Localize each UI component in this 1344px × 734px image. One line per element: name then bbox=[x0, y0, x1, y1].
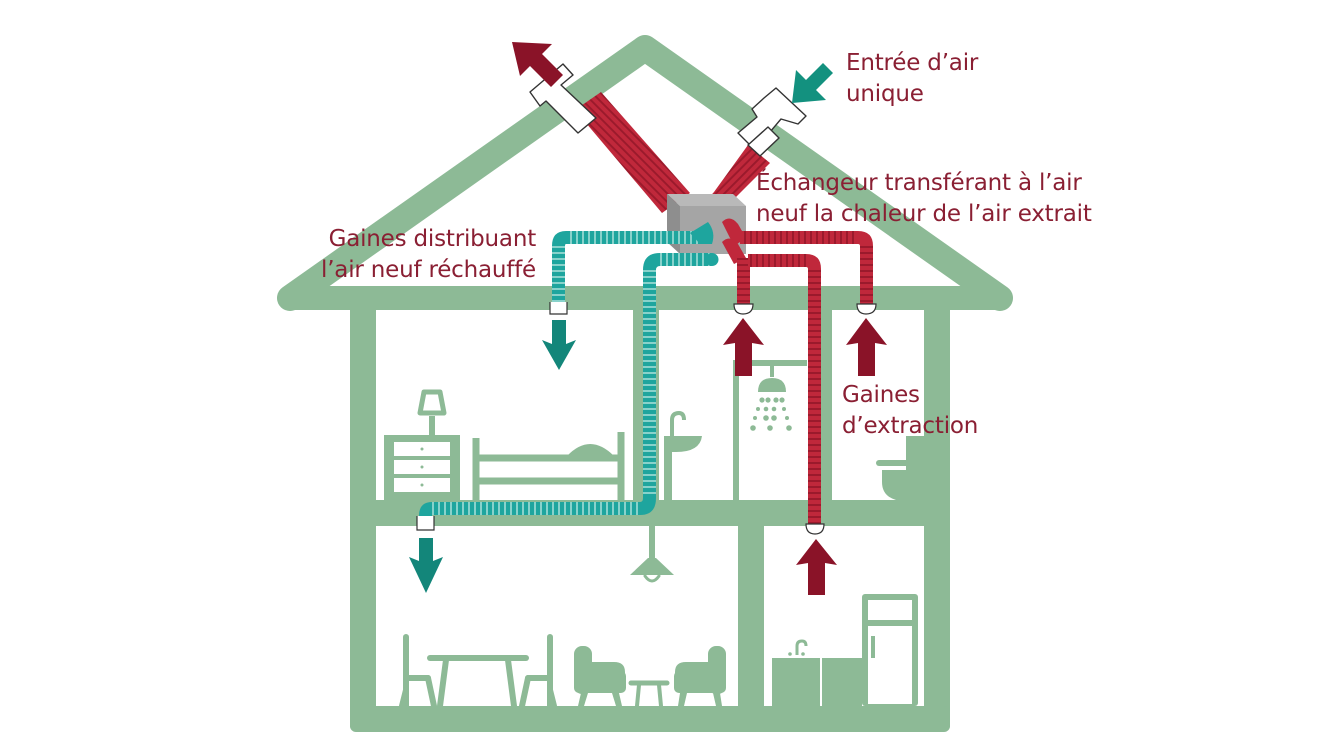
dining-table-icon bbox=[427, 655, 529, 709]
supply-ducts-label-line2: l’air neuf réchauffé bbox=[321, 257, 537, 283]
fresh-inlet-cap bbox=[737, 87, 807, 157]
air-inlet-label: Entrée d’air unique bbox=[846, 48, 978, 110]
armchair-left-icon bbox=[574, 646, 626, 706]
bed-icon bbox=[472, 432, 625, 500]
kitchen-furniture bbox=[772, 594, 918, 706]
air-inlet-label-line2: unique bbox=[846, 81, 924, 107]
living-room-furniture bbox=[399, 523, 726, 709]
wc-extract-vent bbox=[856, 303, 877, 315]
extract-duct-kitchen-v bbox=[808, 269, 821, 524]
armchair-right-icon bbox=[674, 646, 726, 706]
extract-duct-wc-v bbox=[860, 246, 873, 304]
bedroom-supply-arrow-icon bbox=[542, 320, 576, 370]
kitchen-extract-arrow-icon bbox=[796, 539, 837, 595]
exhaust-duct-body bbox=[575, 92, 690, 213]
supply-duct-bedroom-bend bbox=[552, 231, 566, 246]
extract-duct-bath-v bbox=[737, 258, 750, 304]
chair-left-icon bbox=[399, 634, 437, 709]
exchanger-label: Échangeur transférant à l’air neuf la ch… bbox=[756, 168, 1092, 230]
supply-ducts bbox=[409, 222, 719, 593]
bedroom-furniture bbox=[384, 389, 625, 500]
nightstand-lamp-icon bbox=[384, 389, 460, 500]
chair-right-icon bbox=[519, 634, 557, 709]
extract-duct-wc-h bbox=[740, 231, 858, 244]
living-room-supply-vent bbox=[416, 516, 435, 531]
supply-duct-bedroom-h bbox=[566, 231, 706, 244]
exchanger-label-line2: neuf la chaleur de l’air extrait bbox=[756, 201, 1092, 227]
bathroom-furniture bbox=[664, 360, 807, 500]
fresh-inlet-arrow-icon bbox=[792, 63, 833, 103]
supply-duct-bedroom-v bbox=[552, 246, 565, 302]
fridge-icon bbox=[862, 594, 918, 706]
supply-duct-living-v bbox=[643, 270, 656, 498]
washbasin-icon bbox=[664, 410, 702, 500]
extract-ducts-label-line1: Gaines bbox=[842, 382, 920, 408]
air-inlet-label-line1: Entrée d’air bbox=[846, 50, 979, 76]
wc-furniture bbox=[876, 436, 924, 500]
wc-extract-arrow-icon bbox=[846, 318, 887, 376]
kitchen-sink-icon bbox=[772, 639, 862, 706]
bathroom-extract-vent bbox=[733, 303, 754, 315]
coffee-table-icon bbox=[628, 680, 670, 708]
bedroom-supply-vent bbox=[549, 302, 568, 315]
wall-living-kitchen bbox=[738, 520, 764, 710]
shower-icon bbox=[733, 360, 807, 500]
extract-ducts bbox=[722, 218, 887, 595]
extract-ducts-label-line2: d’extraction bbox=[842, 413, 979, 439]
exhaust-arrow-icon bbox=[512, 42, 563, 87]
living-room-supply-arrow-icon bbox=[409, 538, 443, 593]
extract-duct-kitchen-h bbox=[748, 254, 806, 267]
ceiling-lamp-icon bbox=[630, 523, 674, 583]
kitchen-extract-vent bbox=[805, 523, 825, 535]
supply-duct-living-h1 bbox=[660, 253, 712, 266]
toilet-icon bbox=[876, 436, 924, 500]
supply-ducts-label: Gaines distribuant l’air neuf réchauffé bbox=[321, 224, 536, 286]
exhaust-duct bbox=[512, 42, 690, 213]
supply-duct-living-h2 bbox=[432, 502, 640, 515]
exchanger-label-line1: Échangeur transférant à l’air bbox=[756, 170, 1082, 196]
ground-floor bbox=[350, 706, 950, 732]
roof bbox=[277, 35, 1013, 311]
bathroom-extract-arrow-icon bbox=[723, 318, 764, 376]
supply-ducts-label-line1: Gaines distribuant bbox=[328, 226, 537, 252]
extract-ducts-label: Gaines d’extraction bbox=[842, 380, 978, 442]
